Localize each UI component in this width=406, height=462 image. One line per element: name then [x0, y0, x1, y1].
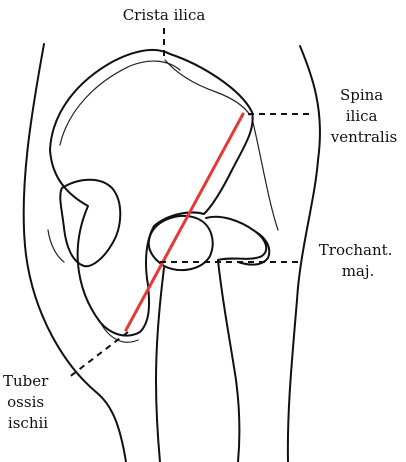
reference-line — [126, 114, 243, 330]
tuber-leader — [68, 332, 128, 378]
label-tuber-ossis-ischii: Tuber ossis ischii — [3, 372, 53, 432]
femur-shaft-right — [218, 260, 239, 462]
label-trochant-maj: Trochant. maj. — [319, 241, 397, 280]
femoral-head — [149, 216, 213, 270]
femoral-neck — [206, 217, 266, 260]
foramen-ridge — [48, 230, 64, 262]
right-inner-contour — [252, 118, 278, 230]
label-crista-ilica: Crista ilica — [123, 6, 206, 24]
iliac-crest-inner — [60, 61, 180, 145]
right-body-contour — [288, 46, 320, 462]
femur-shaft-left — [156, 268, 164, 462]
label-spina-ilica-ventralis: Spina ilica ventralis — [330, 86, 397, 146]
